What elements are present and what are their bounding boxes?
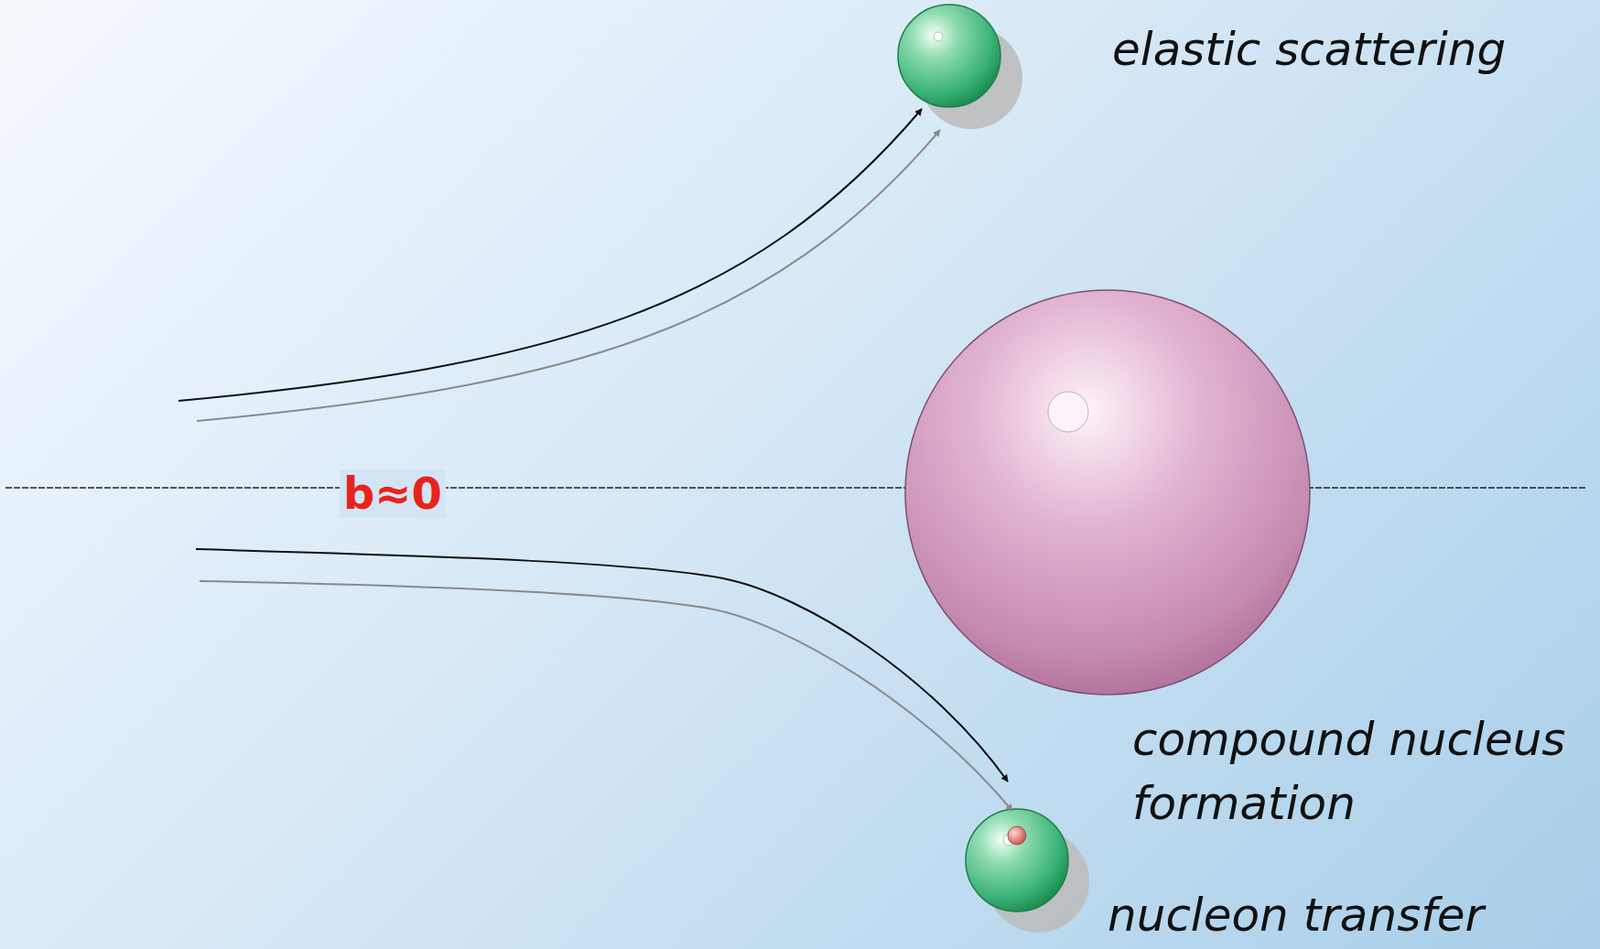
trajectory — [195, 549, 1008, 782]
nucleus-highlight — [933, 32, 943, 42]
projectile-nucleus — [965, 809, 1069, 912]
transferred-nucleon — [1007, 826, 1027, 845]
target-nucleus — [905, 290, 1310, 695]
process-label: compound nucleus formation — [1132, 707, 1568, 836]
trajectory — [196, 129, 941, 422]
trajectory — [199, 581, 1013, 811]
impact-parameter-label: b≈0 — [339, 469, 446, 519]
nucleus-highlight — [1048, 391, 1089, 433]
projectile-nucleus — [897, 4, 1001, 108]
trajectory — [178, 108, 922, 401]
beam-axis — [5, 486, 1587, 489]
process-label: elastic scattering — [1112, 23, 1506, 77]
process-label: nucleon transfer — [1107, 890, 1484, 941]
